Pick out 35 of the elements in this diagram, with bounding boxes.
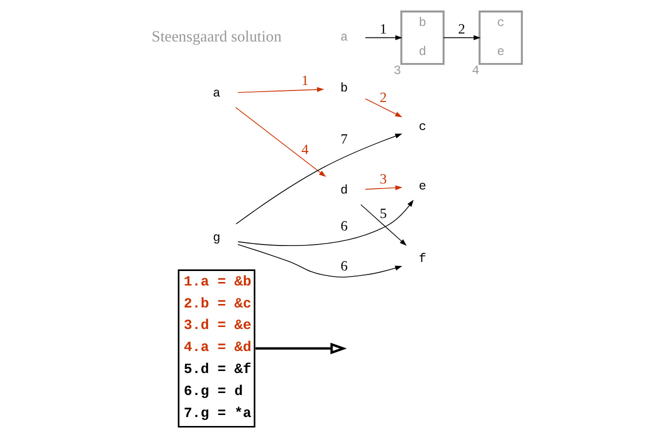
arrow [238, 87, 324, 93]
arrow [238, 244, 402, 278]
arrow [364, 185, 402, 190]
node-text: d [340, 183, 348, 198]
node-label: 4 [472, 64, 480, 78]
arrow [256, 342, 347, 354]
edge-label: 6 [340, 258, 348, 274]
node-box: c e [478, 10, 523, 65]
node-box: b d [400, 10, 445, 65]
edge-label: 3 [380, 172, 387, 188]
arrow [360, 204, 407, 246]
node-text: b [340, 82, 348, 96]
edge-label: 5 [380, 206, 387, 222]
arrow [238, 200, 414, 246]
edge-label: 1 [380, 21, 387, 38]
arrow [364, 98, 402, 118]
arrow [235, 107, 326, 177]
node-text: g [212, 231, 220, 246]
node-text: e [418, 179, 426, 194]
node-text: c [418, 120, 426, 134]
arrow [236, 134, 402, 224]
edge-label: 4 [302, 142, 309, 158]
node-text: f [418, 252, 426, 266]
arrow [443, 35, 481, 40]
edge-label: 7 [340, 132, 348, 148]
label: Steensgaard solution [152, 28, 282, 46]
edge-label: 1 [302, 72, 309, 89]
node-label: 3 [394, 64, 402, 78]
node-text: a [340, 30, 348, 45]
node-text: a [212, 86, 220, 100]
arrow [364, 35, 402, 40]
edge-label: 2 [458, 21, 466, 38]
edge-label: 6 [340, 218, 348, 235]
node-box: 1.a = &b 2.b = &c 3.d = &e 4.a = &d 5.d = &f 6.g = d 7.g = *a [178, 269, 256, 428]
edge-label: 2 [380, 90, 387, 106]
